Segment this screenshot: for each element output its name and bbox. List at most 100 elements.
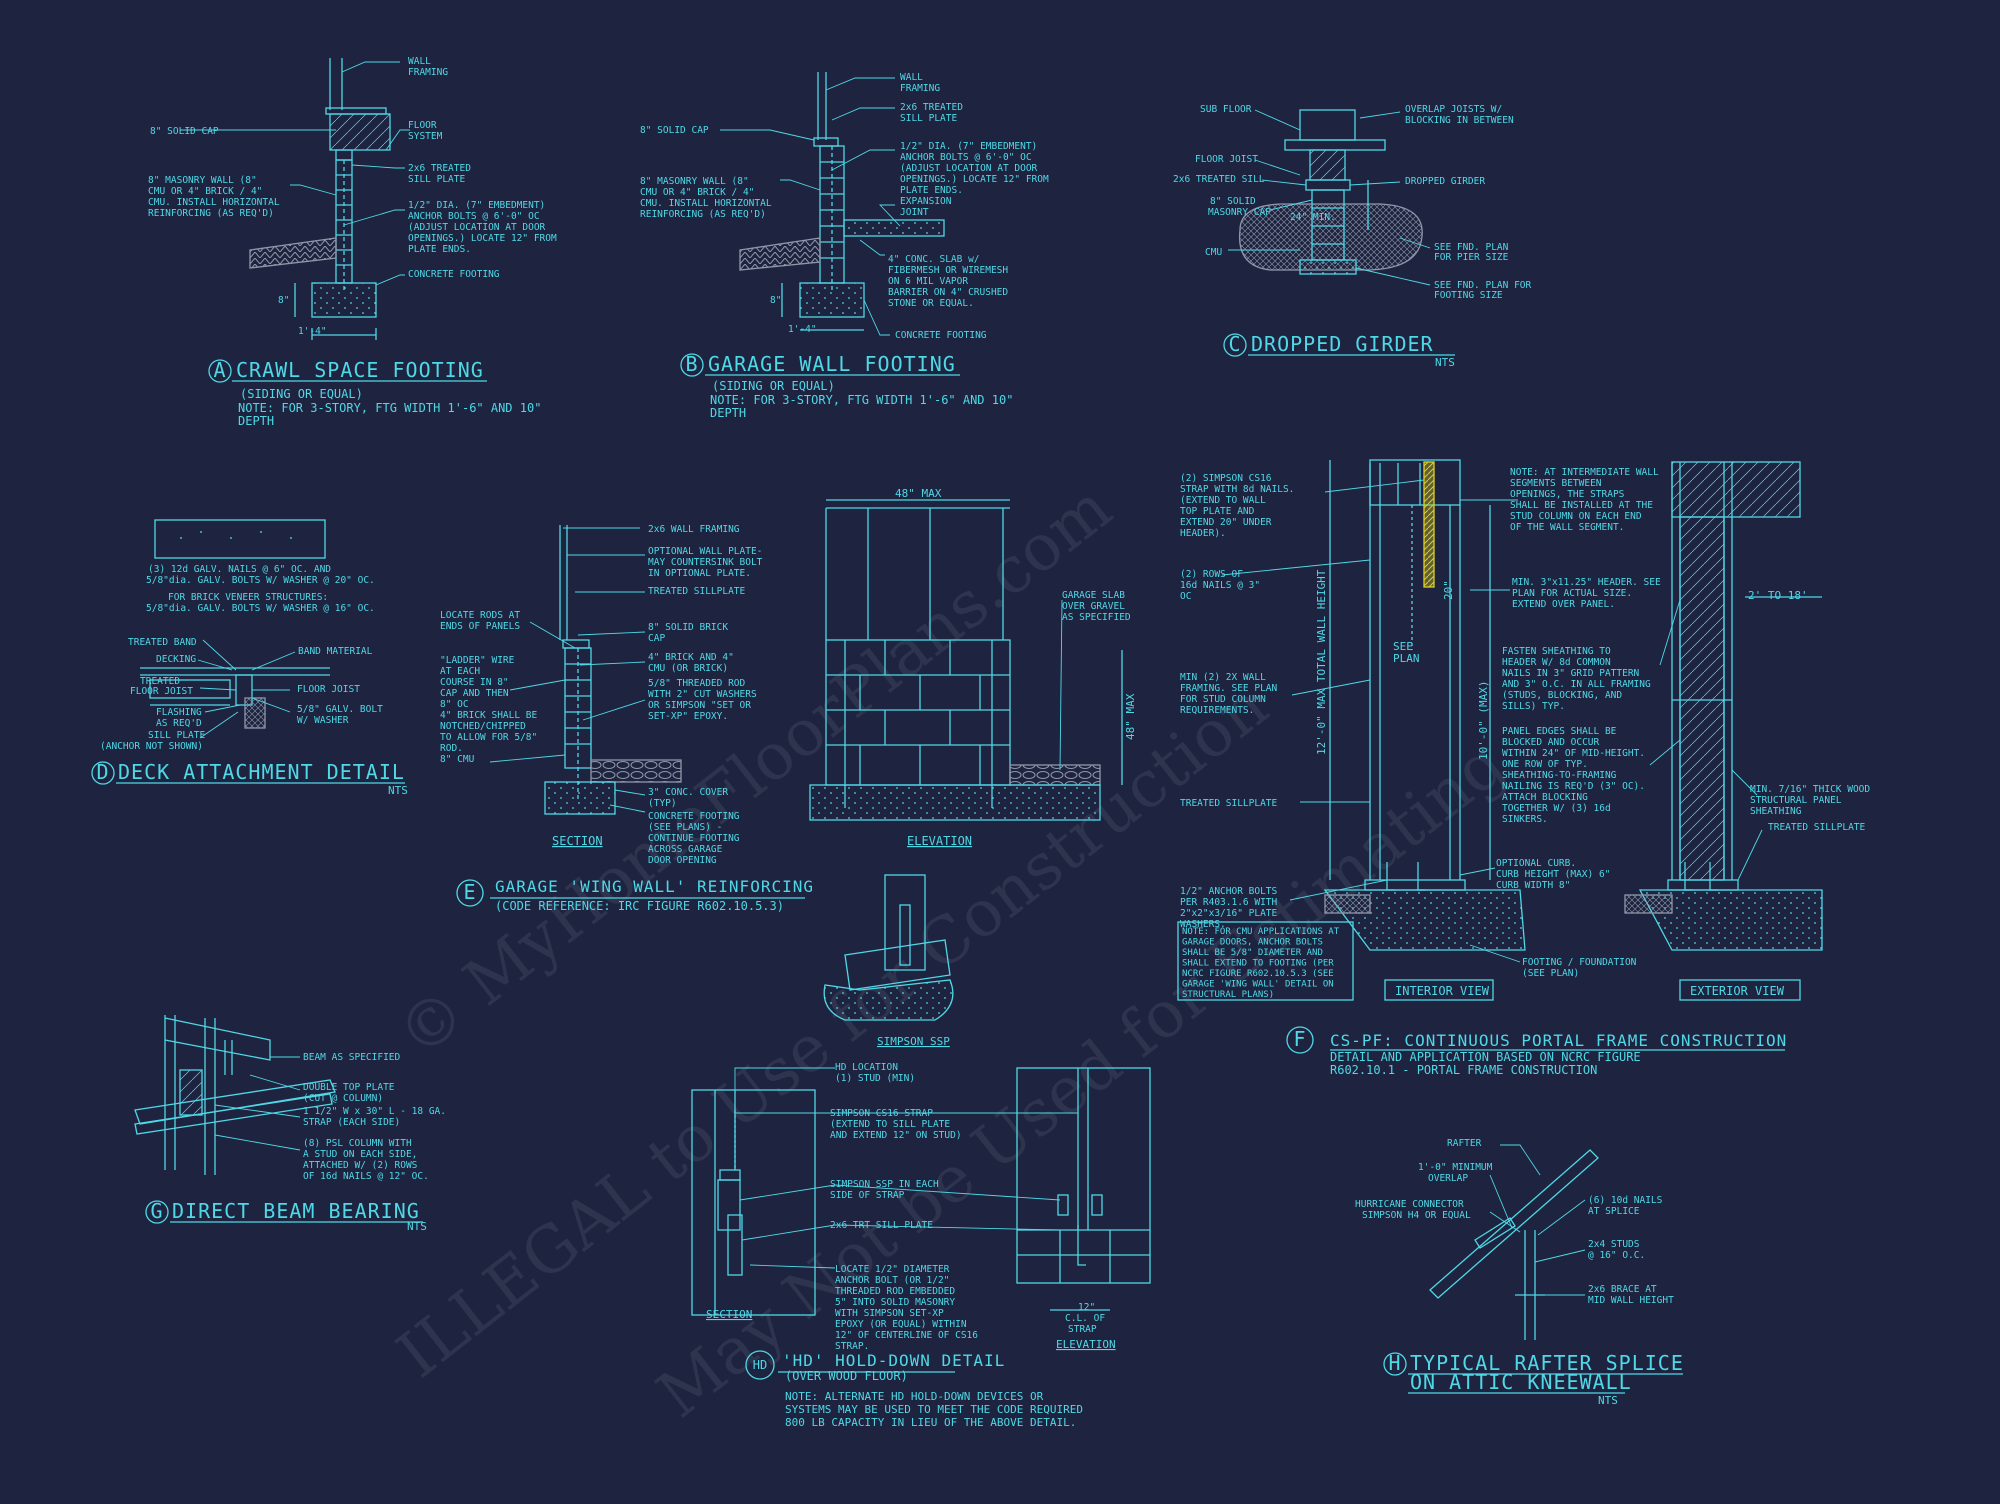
detail-c-callout: CMU [1205,247,1222,258]
detail-f-callout: MIN. 3"x11.25" HEADER. SEE [1512,577,1661,588]
detail-b-callout: FIBERMESH OR WIREMESH [888,265,1008,276]
detail-e-callout: WITH 2" CUT WASHERS [648,689,757,700]
detail-e-callout: AS SPECIFIED [1062,612,1131,623]
detail-h-callout: OVERLAP [1428,1173,1468,1184]
detail-d-callout: FLOOR JOIST [297,684,360,695]
detail-b-callout: 8" SOLID CAP [640,125,709,136]
detail-g-callout: DOUBLE TOP PLATE [303,1082,395,1093]
detail-f-callout: BLOCKED AND OCCUR [1502,737,1600,748]
detail-c-callout: SEE FND. PLAN [1434,242,1509,253]
detail-f-callout: OPTIONAL CURB. [1496,858,1576,869]
detail-g-drawing [134,1015,336,1175]
detail-h-marker-circle [1383,1352,1407,1376]
detail-a-marker-circle [208,359,232,383]
detail-f-callout: OPENINGS, THE STRAPS [1510,489,1625,500]
detail-f-boxed-note-line: SHALL EXTEND TO FOOTING (PER [1182,959,1334,969]
detail-d-callout: (3) 12d GALV. NAILS @ 6" OC. AND [148,564,331,575]
detail-f-see-plan: SEE [1393,640,1413,653]
detail-b-callout: CMU OR 4" BRICK / 4" [640,187,754,198]
detail-b-callout: 1'-4" [788,324,817,335]
detail-hd-callout: THREADED ROD EMBEDDED [835,1286,955,1297]
detail-f-exterior-label: EXTERIOR VIEW [1690,984,1785,998]
detail-c-callout: 2x6 TREATED SILL [1173,174,1265,185]
detail-f-title: CS-PF: CONTINUOUS PORTAL FRAME CONSTRUCT… [1330,1031,1787,1050]
detail-a-callout: PLATE ENDS. [408,244,471,255]
detail-e-callout: 8" CMU [440,754,475,765]
detail-f-callout: SILLS) TYP. [1502,701,1565,712]
detail-a-callout: ANCHOR BOLTS @ 6'-0" OC [408,211,540,222]
detail-e-callout: TO ALLOW FOR 5/8" [440,732,537,743]
detail-f-callout: 2"x2"x3/16" PLATE [1180,908,1278,919]
detail-d-callout: FLASHING [156,707,202,718]
detail-f-callout: (EXTEND TO WALL [1180,495,1266,506]
detail-h-title-2: ON ATTIC KNEEWALL [1410,1370,1632,1394]
detail-e-callout: CONTINUE FOOTING [648,833,740,844]
detail-d-callout: 5/8"dia. GALV. BOLTS W/ WASHER @ 20" OC. [146,575,375,586]
detail-e-callout: TREATED SILLPLATE [648,586,746,597]
detail-d-marker: D [96,760,109,784]
detail-a-subtitle: (SIDING OR EQUAL) [240,387,363,401]
detail-e-callout: 8" OC [440,699,469,710]
detail-c-leaders [1228,109,1431,286]
detail-e-callout: 4" BRICK SHALL BE [440,710,538,721]
detail-e-section [544,525,682,815]
detail-b-callout: ANCHOR BOLTS @ 6'-0" OC [900,152,1032,163]
detail-c-callout: MASONRY CAP [1208,207,1271,218]
detail-f-callout: SINKERS. [1502,814,1548,825]
detail-d-callout: AS REQ'D [156,718,202,729]
detail-h-callout: 2x6 BRACE AT [1588,1284,1657,1295]
detail-d-title: DECK ATTACHMENT DETAIL [118,760,405,784]
detail-b-callout: 1/2" DIA. (7" EMBEDMENT) [900,141,1037,152]
detail-d-callout: W/ WASHER [297,715,349,726]
detail-hd-note-3: 800 LB CAPACITY IN LIEU OF THE ABOVE DET… [785,1416,1076,1429]
detail-hd-callout: HD LOCATION [835,1062,898,1073]
detail-h-callout: RAFTER [1447,1138,1482,1149]
detail-hd-callout: 12" OF CENTERLINE OF CS16 [835,1330,978,1341]
detail-e-callout: CAP AND THEN [440,688,509,699]
detail-b-marker: B [685,352,698,376]
detail-f-callout: ATTACH BLOCKING [1502,792,1588,803]
detail-b-leaders [720,77,901,336]
detail-f-callout: STUD COLUMN ON EACH END [1510,511,1642,522]
detail-c-callout: FLOOR JOIST [1195,154,1258,165]
detail-b-callout: OPENINGS.) LOCATE 12" FROM [900,174,1049,185]
detail-a-callout: SILL PLATE [408,174,465,185]
detail-f-callout: WITHIN 24" OF MID-HEIGHT. [1502,748,1645,759]
detail-g-leaders [214,1056,301,1151]
detail-b-marker-circle [680,353,704,377]
detail-f-callout: FOR STUD COLUMN [1180,694,1266,705]
detail-f-boxed-note-line: SHALL BE 5/8" DIAMETER AND [1182,948,1323,958]
detail-d-callout: BAND MATERIAL [298,646,373,657]
detail-h-callout: (6) 10d NAILS [1588,1195,1663,1206]
detail-f-subtitle-2: R602.10.1 - PORTAL FRAME CONSTRUCTION [1330,1063,1597,1077]
detail-hd-section [691,1089,816,1316]
detail-f-callout: EXTEND OVER PANEL. [1512,599,1615,610]
detail-e-callout: OPTIONAL WALL PLATE- [648,546,762,557]
detail-hd-callout: 5" INTO SOLID MASONRY [835,1297,955,1308]
detail-f-callout: 16d NAILS @ 3" [1180,580,1260,591]
detail-a-callout: SYSTEM [408,131,443,142]
detail-e-callout: DOOR OPENING [648,855,717,866]
detail-f-callout: CURB WIDTH 8" [1496,880,1570,891]
detail-hd-callout: STRAP. [835,1341,869,1352]
detail-d-drawing [140,519,330,729]
detail-hd-elevation [1016,1067,1151,1311]
detail-d-callout: TREATED BAND [128,637,197,648]
detail-f-dim-2-to-18: 2' TO 18' [1748,589,1808,602]
detail-a-callout: 8" MASONRY WALL (8" [148,175,257,186]
detail-f-callout: REQUIREMENTS. [1180,705,1254,716]
detail-c-callout: 24" MIN. [1290,212,1336,223]
detail-b-callout: WALL [900,72,923,83]
detail-g-callout: (8) PSL COLUMN WITH [303,1138,412,1149]
detail-f-callout: OC [1180,591,1191,602]
detail-g-callout: STRAP (EACH SIDE) [303,1117,400,1128]
detail-b-callout: REINFORCING (AS REQ'D) [640,209,766,220]
detail-h-title-1: TYPICAL RAFTER SPLICE [1410,1351,1684,1375]
detail-b-callout: 8" MASONRY WALL (8" [640,176,749,187]
detail-b-drawing [739,72,945,331]
detail-hd-callout: WITH SIMPSON SET-XP [835,1308,944,1319]
detail-a-callout: (ADJUST LOCATION AT DOOR [408,222,546,233]
detail-e-leaders [489,527,1063,813]
detail-f-callout: OF THE WALL SEGMENT. [1510,522,1624,533]
